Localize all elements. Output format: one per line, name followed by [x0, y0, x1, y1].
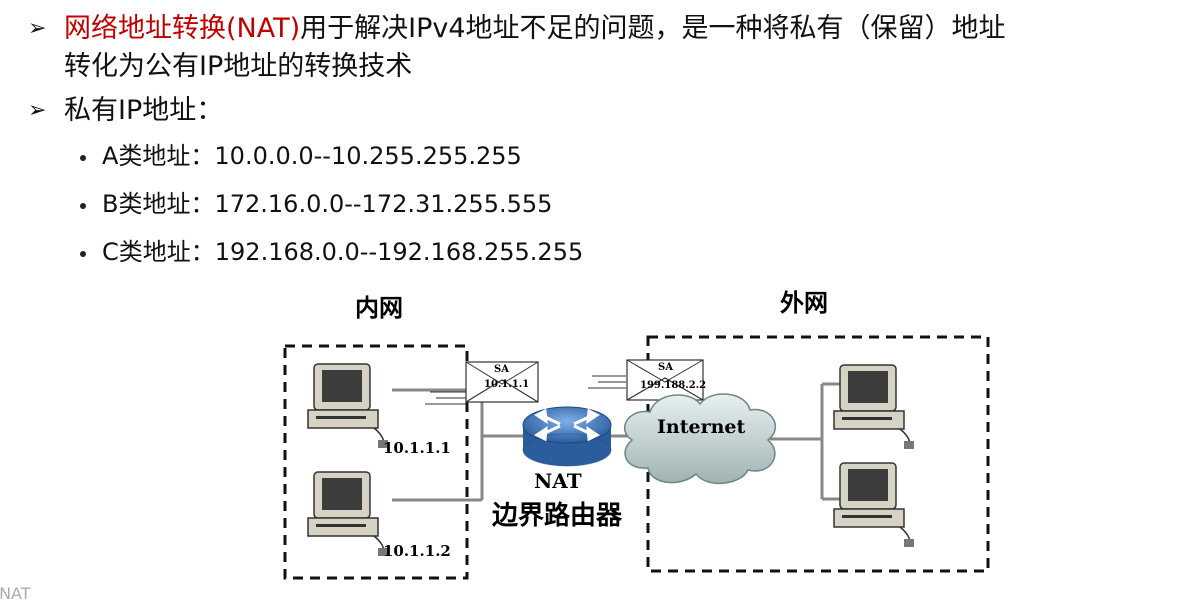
inner-network-label: 内网 [355, 293, 403, 322]
inner-network-box [283, 344, 469, 580]
class-a-range: A类地址：10.0.0.0--10.255.255.255 [102, 142, 522, 170]
packet-outer-ip: 199.188.2.2 [640, 380, 706, 391]
nat-term: 网络地址转换(NAT) [64, 13, 301, 44]
internet-cloud-icon [623, 393, 777, 485]
outer-network-box [646, 335, 990, 573]
internet-label: Internet [657, 416, 745, 438]
bullet-arrow-icon: ➢ [28, 98, 47, 123]
router-nat-label: NAT [534, 469, 582, 493]
pc-1-icon [307, 363, 389, 449]
packet-inner-label: SA [494, 364, 509, 375]
pc-2-ip: 10.1.1.2 [383, 542, 451, 560]
class-b-range: B类地址：172.16.0.0--172.31.255.555 [102, 190, 553, 218]
footer-fragment: .NAT [0, 584, 31, 603]
packet-outer-label: SA [658, 362, 673, 373]
nat-description: 用于解决IPv4地址不足的问题，是一种将私有（保留）地址 [300, 13, 1006, 44]
sub-bullet-dot-icon [80, 203, 86, 209]
outer-network-label: 外网 [780, 288, 828, 317]
packet-inner-ip: 10.1.1.1 [484, 379, 529, 390]
sub-bullet-dot-icon [80, 251, 86, 257]
router-caption: 边界路由器 [492, 500, 623, 531]
pc-4-icon [833, 462, 915, 548]
nat-description-cont: 转化为公有IP地址的转换技术 [64, 51, 413, 82]
bullet-arrow-icon: ➢ [28, 16, 47, 41]
router-icon [522, 406, 612, 467]
class-c-range: C类地址：192.168.0.0--192.168.255.255 [102, 238, 584, 266]
bullet-nat-definition: 网络地址转换(NAT)用于解决IPv4地址不足的问题，是一种将私有（保留）地址 [64, 12, 1006, 46]
packet-inner-icon [465, 361, 539, 403]
sub-bullet-dot-icon [80, 155, 86, 161]
pc-2-icon [307, 471, 389, 557]
outer-wiring [770, 382, 840, 501]
pc-1-ip: 10.1.1.1 [383, 439, 451, 457]
private-ip-heading: 私有IP地址： [64, 95, 224, 126]
pc-3-icon [833, 364, 915, 450]
motion-lines [425, 375, 626, 405]
